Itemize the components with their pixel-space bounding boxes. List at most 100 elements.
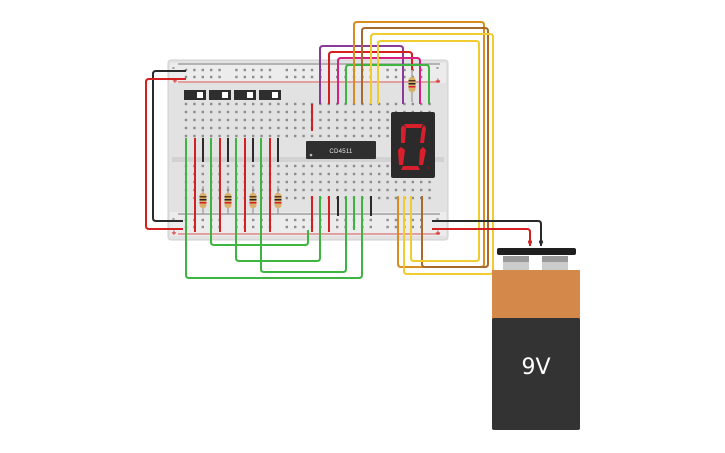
rail-hole	[386, 225, 389, 229]
rail-hole	[285, 68, 288, 72]
rail-hole	[193, 68, 196, 72]
rail-sign-plus-tr: +	[435, 77, 441, 85]
resistors[interactable]	[199, 70, 416, 214]
breadboard-hole	[394, 180, 398, 184]
wire-yellow-loop-2	[377, 40, 480, 262]
rail-hole	[394, 68, 398, 72]
breadboard-hole	[378, 118, 381, 122]
breadboard-hole	[277, 118, 280, 122]
breadboard-hole	[369, 118, 372, 122]
breadboard-hole	[285, 134, 288, 138]
breadboard-hole	[378, 102, 381, 106]
wire-black-battery	[432, 220, 542, 246]
breadboard-hole	[319, 118, 322, 122]
rail-hole	[218, 68, 221, 72]
breadboard-hole	[294, 196, 297, 200]
breadboard-hole	[344, 118, 347, 122]
rail-hole	[260, 68, 263, 72]
wire-orange-loop	[353, 21, 485, 268]
rail-hole	[336, 218, 339, 222]
rail-hole	[260, 75, 263, 79]
rail-hole	[294, 218, 297, 222]
center-channel	[172, 157, 444, 162]
breadboard-hole	[420, 188, 423, 192]
dip-switch-3[interactable]	[234, 90, 256, 100]
breadboard-hole	[294, 110, 297, 114]
breadboard-hole	[294, 126, 297, 130]
dip-switches[interactable]	[184, 90, 281, 100]
breadboard-hole	[277, 102, 280, 106]
resistor-1	[199, 186, 207, 214]
jumper-wires-short[interactable]	[185, 104, 372, 232]
breadboard-hole	[394, 188, 398, 192]
switch-4-lever	[272, 92, 278, 98]
breadboard-hole	[352, 118, 356, 122]
breadboard-hole	[336, 134, 339, 138]
rail-hole	[394, 218, 398, 222]
breadboard-hole	[277, 172, 280, 176]
breadboard-hole	[285, 164, 288, 168]
breadboard-hole	[268, 102, 272, 106]
chip-label: CD4511	[329, 149, 353, 155]
breadboard-hole	[411, 188, 414, 192]
breadboard-hole	[235, 102, 238, 106]
breadboard-hole	[294, 172, 297, 176]
wire-green-loop-4	[185, 213, 363, 279]
breadboard-hole	[369, 172, 372, 176]
breadboard-hole	[226, 134, 230, 138]
segment-e	[398, 147, 405, 165]
breadboard-hole	[277, 180, 280, 184]
breadboard-hole	[352, 164, 356, 168]
wire-green-loop-2	[235, 213, 321, 262]
breadboard-hole	[226, 172, 230, 176]
dip-switch-1[interactable]	[184, 90, 206, 100]
rail-hole	[193, 75, 196, 79]
breadboard-hole	[336, 188, 339, 192]
breadboard-hole	[252, 118, 255, 122]
cd4511-chip[interactable]: CD4511	[306, 141, 376, 159]
breadboard-hole	[310, 134, 314, 138]
breadboard-hole	[369, 126, 372, 130]
dip-switch-4[interactable]	[259, 90, 281, 100]
breadboard-hole	[327, 180, 330, 184]
breadboard-hole	[352, 172, 356, 176]
breadboard-hole	[327, 172, 330, 176]
rail-hole	[420, 68, 423, 72]
breadboard-hole	[268, 134, 272, 138]
breadboard-hole	[327, 126, 330, 130]
breadboard-hole	[201, 126, 204, 130]
breadboard-hole	[285, 110, 288, 114]
breadboard-hole	[319, 180, 322, 184]
breadboard-hole	[386, 110, 389, 114]
breadboard-hole	[310, 188, 314, 192]
breadboard-hole	[210, 110, 213, 114]
breadboard-hole	[378, 172, 381, 176]
breadboard-hole	[243, 118, 246, 122]
breadboard-hole	[428, 188, 431, 192]
breadboard-hole	[336, 180, 339, 184]
battery-9v[interactable]: 9V	[492, 240, 580, 430]
seven-segment-display[interactable]	[391, 112, 435, 178]
dip-switch-2[interactable]	[209, 90, 231, 100]
wire-black-left-loop	[152, 70, 186, 222]
breadboard-hole	[344, 126, 347, 130]
rail-hole	[235, 75, 238, 79]
breadboard-hole	[352, 134, 356, 138]
jumper-wires-long[interactable]	[145, 21, 542, 279]
rail-hole	[294, 75, 297, 79]
breadboard-hole	[344, 110, 347, 114]
breadboard-hole	[277, 126, 280, 130]
breadboard-hole	[294, 102, 297, 106]
rail-hole	[252, 68, 255, 72]
rail-hole	[394, 225, 398, 229]
breadboard-hole	[235, 126, 238, 130]
rail-hole	[243, 68, 246, 72]
rail-sign-plus-bl: +	[171, 229, 177, 237]
breadboard-hole	[218, 110, 221, 114]
breadboard-hole	[369, 188, 372, 192]
breadboard-hole	[386, 126, 389, 130]
rail-hole	[302, 225, 305, 229]
breadboard-hole	[361, 172, 364, 176]
rail-hole	[294, 68, 297, 72]
breadboard-hole	[302, 164, 305, 168]
